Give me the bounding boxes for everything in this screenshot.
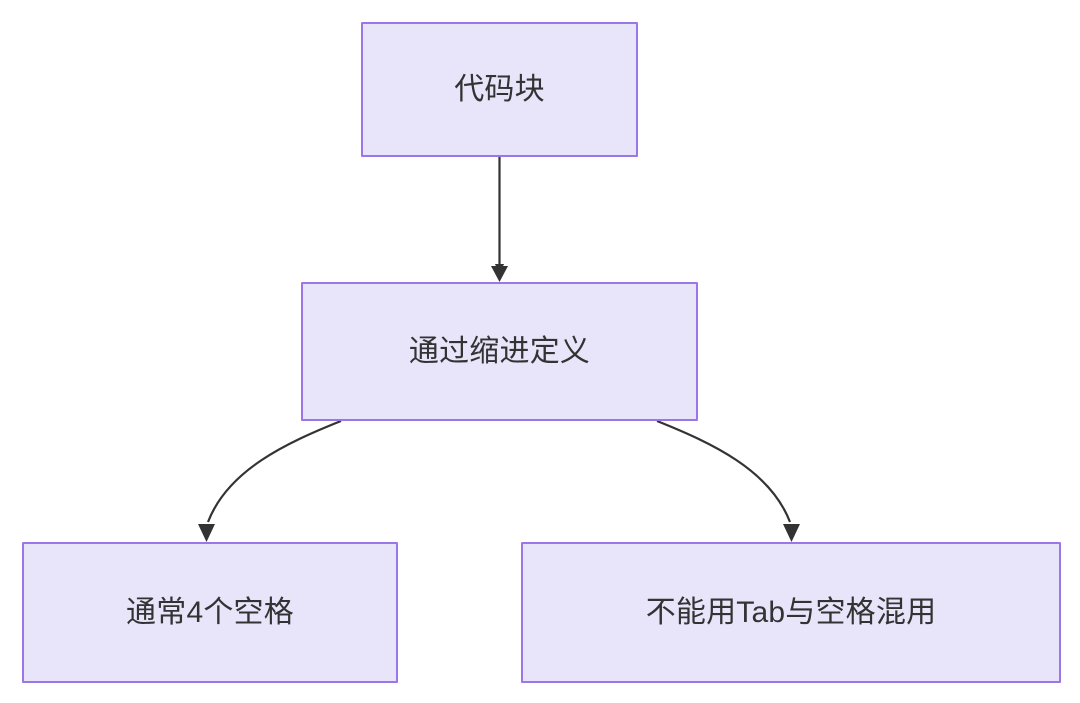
node-four-spaces[interactable]: 通常4个空格 bbox=[22, 542, 398, 683]
edge-indent-def-to-no-tab-mix bbox=[656, 419, 800, 542]
node-indent-def[interactable]: 通过缩进定义 bbox=[301, 282, 698, 421]
edge-code-block-to-indent-def bbox=[491, 157, 508, 282]
node-four-spaces-label: 通常4个空格 bbox=[126, 595, 294, 629]
edge-indent-def-to-four-spaces bbox=[198, 419, 342, 542]
node-no-tab-mix-label: 不能用Tab与空格混用 bbox=[645, 595, 937, 629]
node-code-block[interactable]: 代码块 bbox=[361, 22, 638, 157]
node-code-block-label: 代码块 bbox=[454, 72, 545, 106]
node-no-tab-mix[interactable]: 不能用Tab与空格混用 bbox=[521, 542, 1061, 683]
node-indent-def-label: 通过缩进定义 bbox=[408, 334, 591, 368]
